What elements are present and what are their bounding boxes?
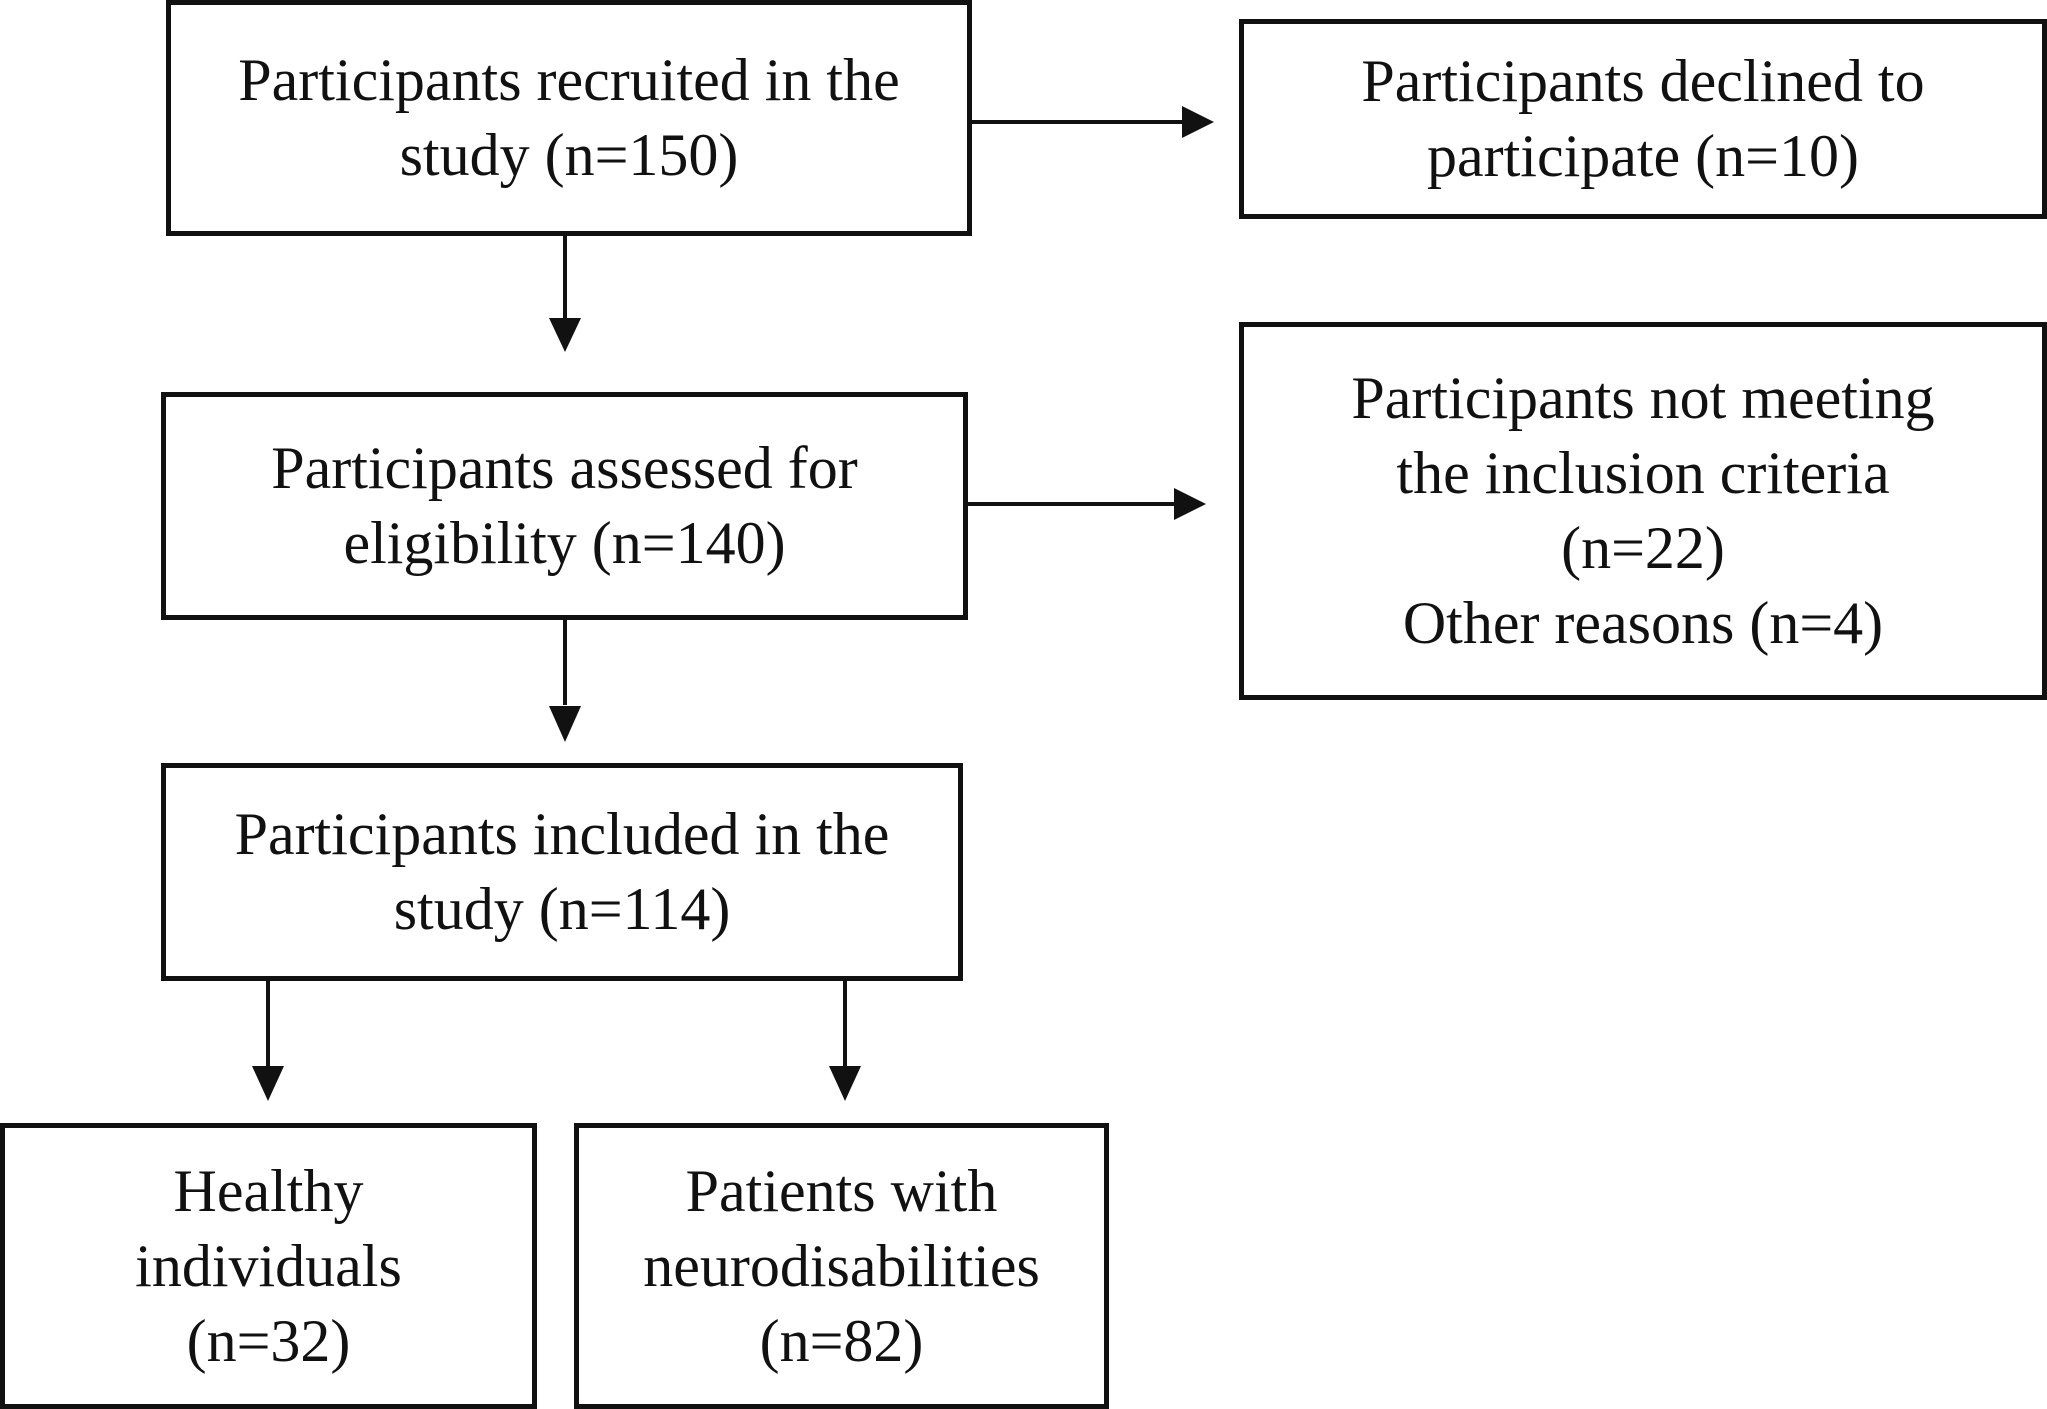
excluded-line-4: Other reasons (n=4) <box>1402 590 1884 656</box>
healthy-line-1: Healthy <box>173 1157 364 1224</box>
arrowhead-declined <box>1182 106 1214 138</box>
arrowhead-patients <box>829 1066 861 1101</box>
box-included: Participants included in the study (n=11… <box>161 763 963 981</box>
assessed-line-1: Participants assessed for <box>271 435 858 501</box>
excluded-line-3: (n=22) <box>1561 515 1725 581</box>
box-recruited: Participants recruited in the study (n=1… <box>166 0 972 236</box>
patients-line-1: Patients with <box>685 1157 998 1224</box>
arrowhead-healthy <box>252 1066 284 1101</box>
box-excluded: Participants not meeting the inclusion c… <box>1239 322 2047 700</box>
healthy-line-2: individuals <box>135 1232 402 1299</box>
excluded-line-2: the inclusion criteria <box>1396 440 1890 506</box>
patients-line-3: (n=82) <box>759 1307 924 1374</box>
declined-line-2: participate (n=10) <box>1427 123 1859 189</box>
excluded-line-1: Participants not meeting <box>1351 365 1935 431</box>
healthy-line-3: (n=32) <box>186 1307 351 1374</box>
recruited-line-1: Participants recruited in the <box>238 47 900 113</box>
assessed-line-2: eligibility (n=140) <box>343 510 786 576</box>
included-line-2: study (n=114) <box>393 876 731 942</box>
arrowhead-included <box>549 706 581 742</box>
arrowhead-excluded <box>1174 488 1206 520</box>
box-assessed: Participants assessed for eligibility (n… <box>161 392 968 620</box>
box-healthy: Healthy individuals (n=32) <box>0 1123 537 1409</box>
included-line-1: Participants included in the <box>234 801 890 867</box>
box-patients: Patients with neurodisabilities (n=82) <box>574 1123 1109 1409</box>
declined-line-1: Participants declined to <box>1361 48 1925 114</box>
patients-line-2: neurodisabilities <box>643 1232 1040 1299</box>
recruited-line-2: study (n=150) <box>399 122 739 188</box>
arrowhead-assessed <box>549 318 581 352</box>
box-declined: Participants declined to participate (n=… <box>1239 19 2047 219</box>
